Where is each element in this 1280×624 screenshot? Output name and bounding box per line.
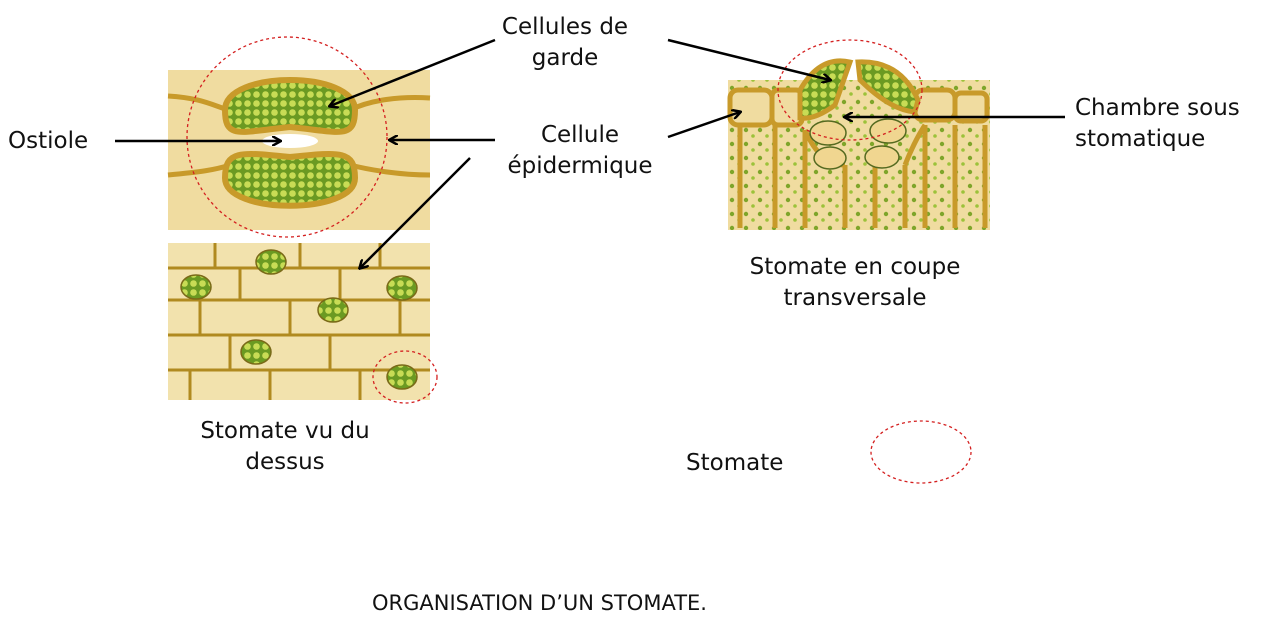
legend-stomate-label: Stomate: [686, 450, 784, 476]
highlight-circles: [186, 36, 972, 484]
label-line: Chambre sous: [1075, 95, 1240, 121]
caption-top-view: Stomate vu du dessus: [180, 416, 390, 478]
label-line: transversale: [783, 285, 927, 311]
label-line: Cellules de: [501, 14, 629, 40]
top-view-epidermis: [168, 243, 430, 400]
label-guard-cells: Cellules de garde: [500, 12, 630, 74]
label-ostiole: Ostiole: [8, 128, 89, 154]
label-line: Stomate vu du: [200, 418, 370, 444]
label-line: Stomate en coupe: [749, 254, 961, 280]
caption-cross-section: Stomate en coupe transversale: [730, 252, 980, 314]
cross-section: [727, 58, 990, 230]
label-epidermal-cell: Cellule épidermique: [500, 120, 660, 182]
legend-stomate-symbol: [870, 420, 972, 484]
label-substomatal-chamber: Chambre sous stomatique: [1075, 93, 1240, 155]
arrows: [115, 38, 1065, 268]
label-line: garde: [531, 45, 599, 71]
label-line: Cellule: [540, 122, 620, 148]
label-line: stomatique: [1075, 126, 1206, 152]
label-line: dessus: [245, 449, 325, 475]
label-line: épidermique: [507, 153, 653, 179]
diagram-title: ORGANISATION D’UN STOMATE.: [372, 591, 707, 615]
top-view-closeup: [167, 70, 431, 230]
